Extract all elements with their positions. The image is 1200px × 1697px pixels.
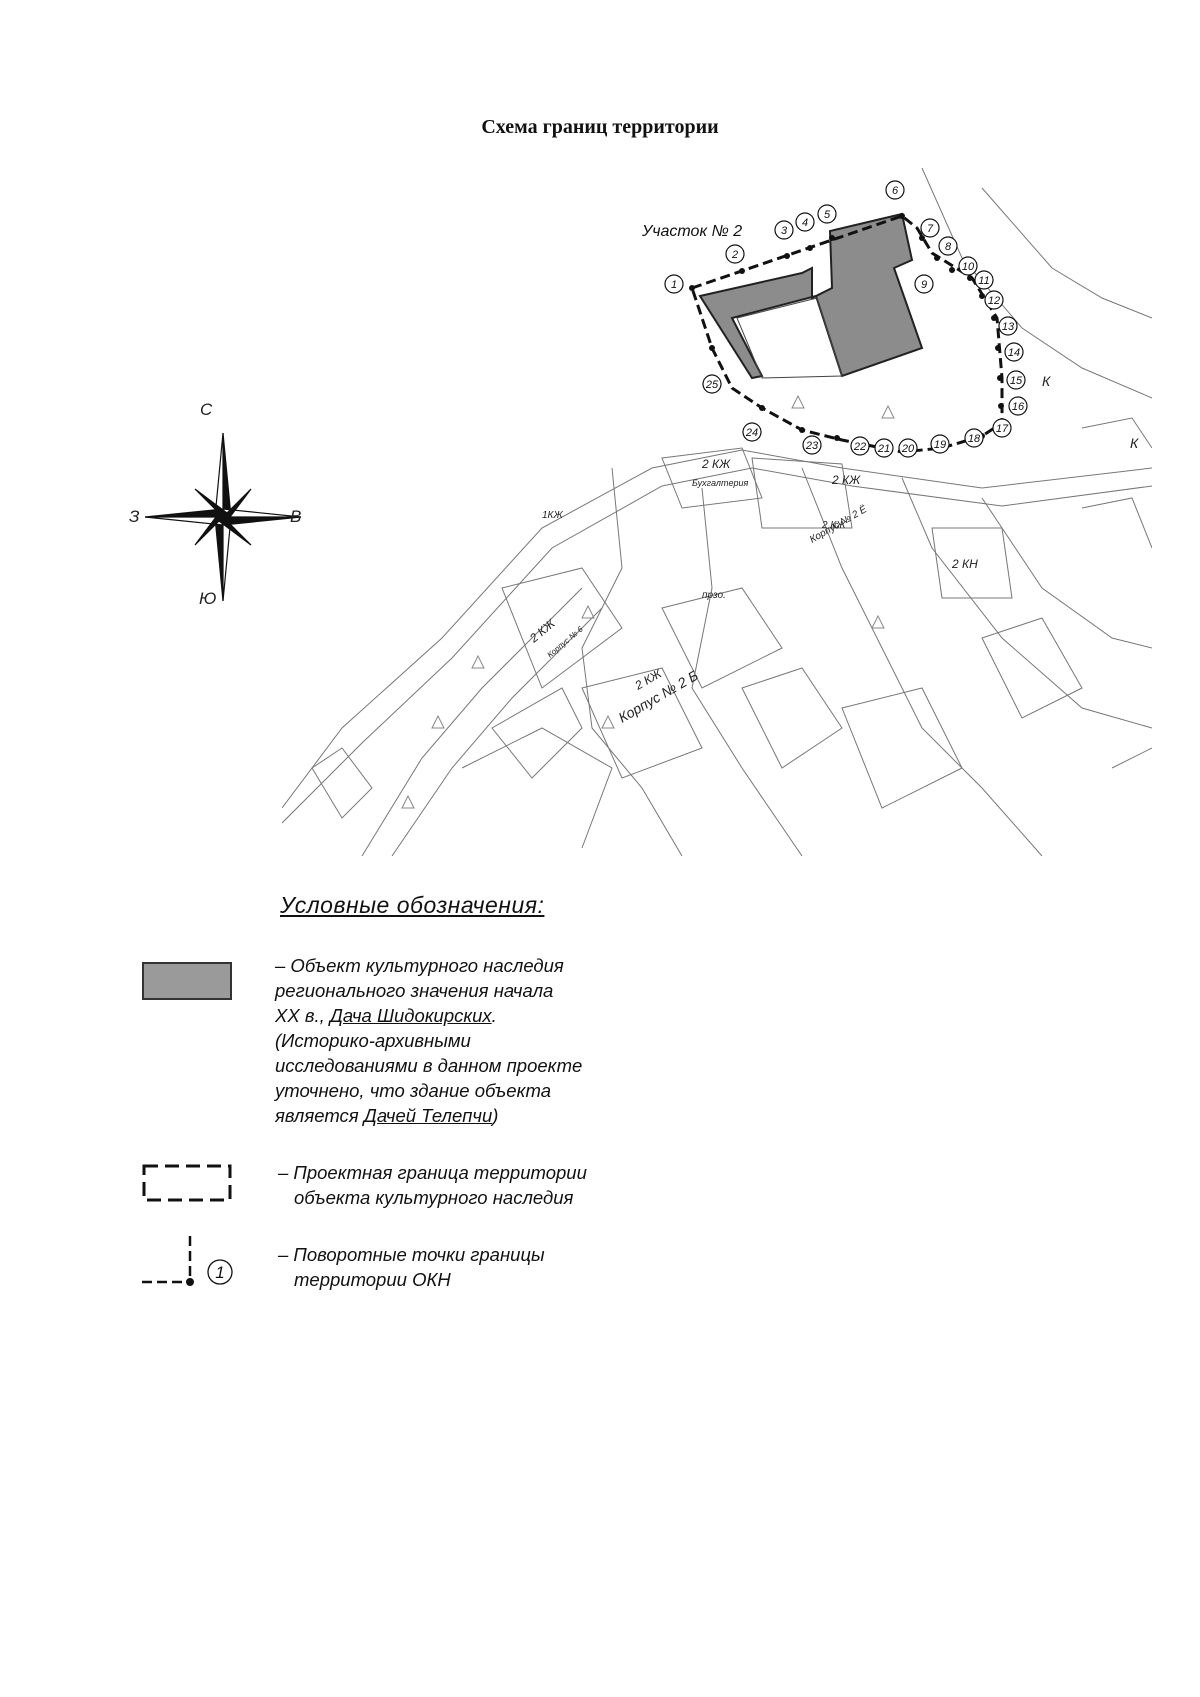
svg-text:19: 19 [934,439,946,451]
compass-east-label: В [290,507,302,526]
map-building-label: прзо. [702,590,726,601]
boundary-point-label: 11 [974,270,994,290]
boundary-point-label: 2 [725,244,745,264]
boundary-point-label: 6 [885,180,905,200]
map-building-label: 2 КЖ [526,616,558,646]
map-building-label: 2 КН [951,557,978,571]
svg-text:12: 12 [988,295,1000,307]
svg-text:10: 10 [962,261,975,273]
svg-text:1: 1 [671,279,677,291]
boundary-point-label: 9 [914,274,934,294]
boundary-point-label: 20 [898,438,918,458]
map-building-label: Корпус № 2 Ё [808,503,870,546]
boundary-point-label: 13 [998,316,1018,336]
map-building-label: К [1042,373,1051,389]
svg-text:16: 16 [1012,401,1025,413]
svg-text:14: 14 [1008,347,1020,359]
svg-text:1: 1 [215,1263,224,1282]
boundary-point-label: 1 [664,274,684,294]
boundary-point-label: 22 [850,436,870,456]
svg-text:25: 25 [705,379,719,391]
boundary-point-label: 15 [1006,370,1026,390]
boundary-point-label: 4 [795,212,815,232]
svg-text:3: 3 [781,225,788,237]
svg-text:17: 17 [996,423,1009,435]
legend-item-heritage-object: – Объект культурного наследия региональн… [275,955,583,1126]
boundary-point-label: 19 [930,434,950,454]
svg-text:8: 8 [945,241,952,253]
svg-text:23: 23 [805,440,819,452]
svg-text:13: 13 [1002,321,1015,333]
boundary-point-label: 14 [1004,342,1024,362]
svg-text:5: 5 [824,209,831,221]
svg-text:2: 2 [731,249,738,261]
map-building-label: Бухгалтерия [692,478,748,488]
svg-text:18: 18 [968,433,981,445]
boundary-point-label: 18 [964,428,984,448]
legend-swatch-heritage-object [142,962,232,1000]
page-title: Схема границ территории [481,116,719,138]
svg-text:24: 24 [745,427,758,439]
compass-north-label: С [200,400,213,419]
boundary-point-label: 16 [1008,396,1028,416]
svg-text:22: 22 [853,441,866,453]
boundary-point-label: 3 [774,220,794,240]
legend-swatch-boundary [142,1164,232,1202]
legend-title: Условные обозначения: [280,892,545,918]
boundary-point-label: 8 [938,236,958,256]
svg-text:11: 11 [978,275,989,287]
boundary-point-label: 23 [802,435,822,455]
map-building-label: 2 КЖ [831,473,861,487]
map-building-label: К [1130,435,1139,451]
map-building-label: 1КЖ [542,510,563,521]
boundary-point-label: 25 [702,374,722,394]
svg-text:7: 7 [927,223,934,235]
map-building-label: 2 КЖ [701,457,731,471]
svg-text:6: 6 [892,185,899,197]
svg-text:9: 9 [921,279,927,291]
svg-text:15: 15 [1010,375,1023,387]
legend-item-boundary: – Проектная граница территории объекта к… [278,1162,587,1208]
compass-icon [144,432,302,602]
boundary-point-label: 12 [984,290,1004,310]
svg-text:21: 21 [877,443,890,455]
svg-text:20: 20 [901,443,915,455]
legend-swatch-turning-point: 1 [142,1236,233,1286]
boundary-point-label: 5 [817,204,837,224]
boundary-point-label: 21 [874,438,894,458]
boundary-point-label: 10 [958,256,978,276]
site-map: 2 КЖ Бухгалтерия 2 КЖ 2 КН 1КЖ 2 КЖ Корп… [282,168,1152,856]
compass-rose: С Ю З В [129,400,310,610]
svg-text:4: 4 [802,217,808,229]
compass-west-label: З [129,507,140,526]
boundary-point-label: 24 [742,422,762,442]
boundary-point-label: 7 [920,218,940,238]
boundary-point-label: 17 [992,418,1012,438]
legend-item-turning-points: – Поворотные точки границы территории ОК… [278,1244,545,1290]
compass-south-label: Ю [199,589,217,608]
plot-label: Участок № 2 [641,223,742,240]
map-building-label: 2 КЖ [821,520,846,531]
